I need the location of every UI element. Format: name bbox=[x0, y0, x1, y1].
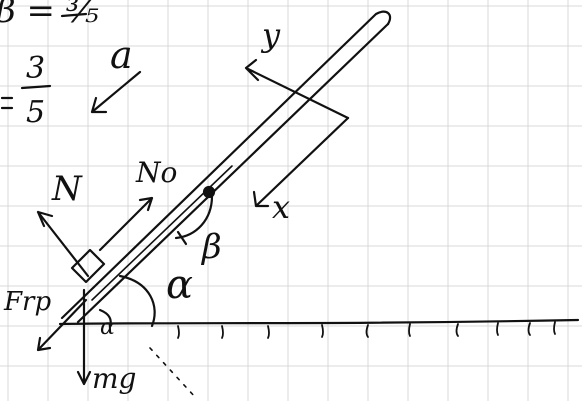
friction-force-label: Frp bbox=[3, 287, 51, 317]
y-axis-label: y bbox=[260, 16, 281, 54]
x-axis-label: x bbox=[272, 188, 290, 226]
alpha-arc-small bbox=[98, 308, 112, 328]
ground-line bbox=[58, 318, 580, 326]
normal-force-label: N bbox=[51, 169, 83, 209]
block-at-base bbox=[70, 248, 106, 284]
rod-top-edge bbox=[60, 10, 392, 320]
alpha-large-label: α bbox=[166, 262, 193, 308]
alpha-arc-large bbox=[118, 274, 156, 328]
ground-hatching bbox=[177, 321, 556, 339]
acceleration-arrow bbox=[90, 70, 142, 114]
center-of-mass-dot bbox=[202, 185, 216, 199]
gravity-force-arrow bbox=[76, 288, 92, 386]
y-axis-arrow bbox=[244, 58, 350, 120]
friction-force-arrow bbox=[36, 298, 88, 352]
n0-force-arrow bbox=[98, 196, 154, 252]
acceleration-label: a bbox=[110, 33, 133, 77]
beta-equals-top-label: β = ⅗ bbox=[0, 0, 99, 31]
beta-arc-tick bbox=[176, 230, 188, 246]
x-axis-arrow bbox=[252, 116, 350, 208]
beta-near-dot-label: β bbox=[200, 227, 222, 267]
gravity-force-label: mg bbox=[92, 362, 136, 395]
equals-sign-middle bbox=[0, 96, 14, 110]
fraction-bar-top bbox=[60, 12, 88, 18]
normal-force-arrow bbox=[36, 210, 90, 278]
fraction-bar-middle bbox=[20, 84, 52, 90]
rod-bottom-edge bbox=[76, 22, 390, 324]
fraction-denominator: 5 bbox=[26, 95, 45, 130]
fraction-numerator: 3 bbox=[26, 51, 45, 86]
alpha-small-label: α bbox=[100, 315, 115, 340]
dashed-guide-line bbox=[149, 347, 197, 399]
n0-force-label: No bbox=[135, 156, 177, 189]
